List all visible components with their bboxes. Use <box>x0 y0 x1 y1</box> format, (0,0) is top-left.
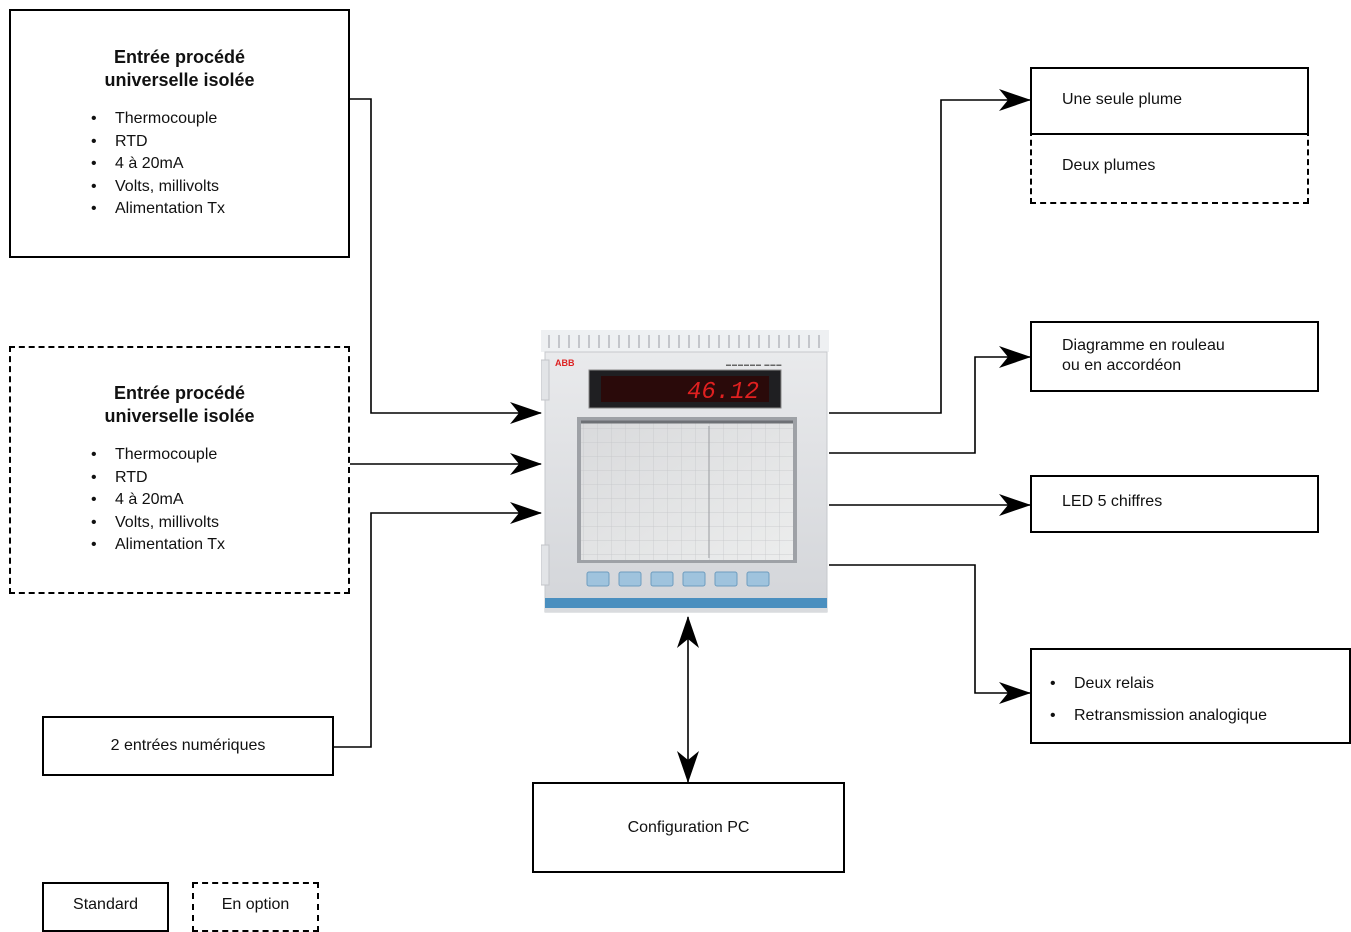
list-item: Alimentation Tx <box>81 198 348 221</box>
wire-digital <box>333 502 542 748</box>
input2-title-line1: Entrée procédé <box>113 383 246 403</box>
input1-title-line2: universelle isolée <box>104 70 255 90</box>
pen-double-label: Deux plumes <box>1062 157 1156 174</box>
list-item: 4 à 20mA <box>81 489 348 512</box>
wire-pen <box>829 89 1031 414</box>
digital-inputs-box: 2 entrées numériques <box>42 716 334 776</box>
chart-type-line1: Diagramme en rouleau <box>1062 337 1225 354</box>
input2-list: Thermocouple RTD 4 à 20mA Volts, millivo… <box>81 444 348 557</box>
outputs-box: Deux relais Retransmission analogique <box>1030 648 1351 744</box>
chart-type-line2: ou en accordéon <box>1062 357 1182 374</box>
led-box: LED 5 chiffres <box>1030 475 1319 533</box>
legend-standard-box: Standard <box>42 882 169 932</box>
input2-title: Entrée procédé universelle isolée <box>11 382 348 428</box>
wire-outputs <box>829 564 1031 704</box>
list-item: Alimentation Tx <box>81 534 348 557</box>
input1-box: Entrée procédé universelle isolée Thermo… <box>9 9 350 258</box>
input2-box: Entrée procédé universelle isolée Thermo… <box>9 346 350 594</box>
chart-type-label: Diagramme en rouleau ou en accordéon <box>1062 336 1225 376</box>
list-item: Volts, millivolts <box>81 512 348 535</box>
chart-type-box: Diagramme en rouleau ou en accordéon <box>1030 321 1319 392</box>
list-item: Deux relais <box>1040 668 1349 700</box>
outputs-list: Deux relais Retransmission analogique <box>1040 668 1349 732</box>
input1-list: Thermocouple RTD 4 à 20mA Volts, millivo… <box>81 108 348 221</box>
list-item: Thermocouple <box>81 444 348 467</box>
legend-option-label: En option <box>221 896 290 913</box>
keypad <box>586 571 770 587</box>
digital-inputs-label: 2 entrées numériques <box>110 737 266 754</box>
brand-logo: ABB <box>555 358 575 368</box>
model-text: ▬▬▬▬▬▬ ▬▬▬ <box>726 362 782 368</box>
list-item: Thermocouple <box>81 108 348 131</box>
wire-input1 <box>349 98 542 424</box>
pen-double-box: Deux plumes <box>1030 130 1309 204</box>
list-item: Volts, millivolts <box>81 176 348 199</box>
pen-single-box: Une seule plume <box>1030 67 1309 135</box>
pc-config-label: Configuration PC <box>627 819 750 836</box>
list-item: RTD <box>81 131 348 154</box>
recorder-illustration: ABB ▬▬▬▬▬▬ ▬▬▬ 46.12 <box>540 330 829 613</box>
pc-config-box: Configuration PC <box>532 782 845 873</box>
legend-standard-label: Standard <box>73 896 138 913</box>
list-item: 4 à 20mA <box>81 153 348 176</box>
pen-single-label: Une seule plume <box>1062 91 1183 108</box>
wire-chart <box>829 346 1031 454</box>
led-label: LED 5 chiffres <box>1062 493 1163 510</box>
led-readout: 46.12 <box>687 379 759 406</box>
input1-title: Entrée procédé universelle isolée <box>11 46 348 92</box>
list-item: Retransmission analogique <box>1040 700 1349 732</box>
input2-title-line2: universelle isolée <box>104 406 255 426</box>
input1-title-line1: Entrée procédé <box>113 47 246 67</box>
legend-option-box: En option <box>192 882 319 932</box>
chart-recorder-device: ABB ▬▬▬▬▬▬ ▬▬▬ 46.12 <box>540 330 829 615</box>
list-item: RTD <box>81 467 348 490</box>
